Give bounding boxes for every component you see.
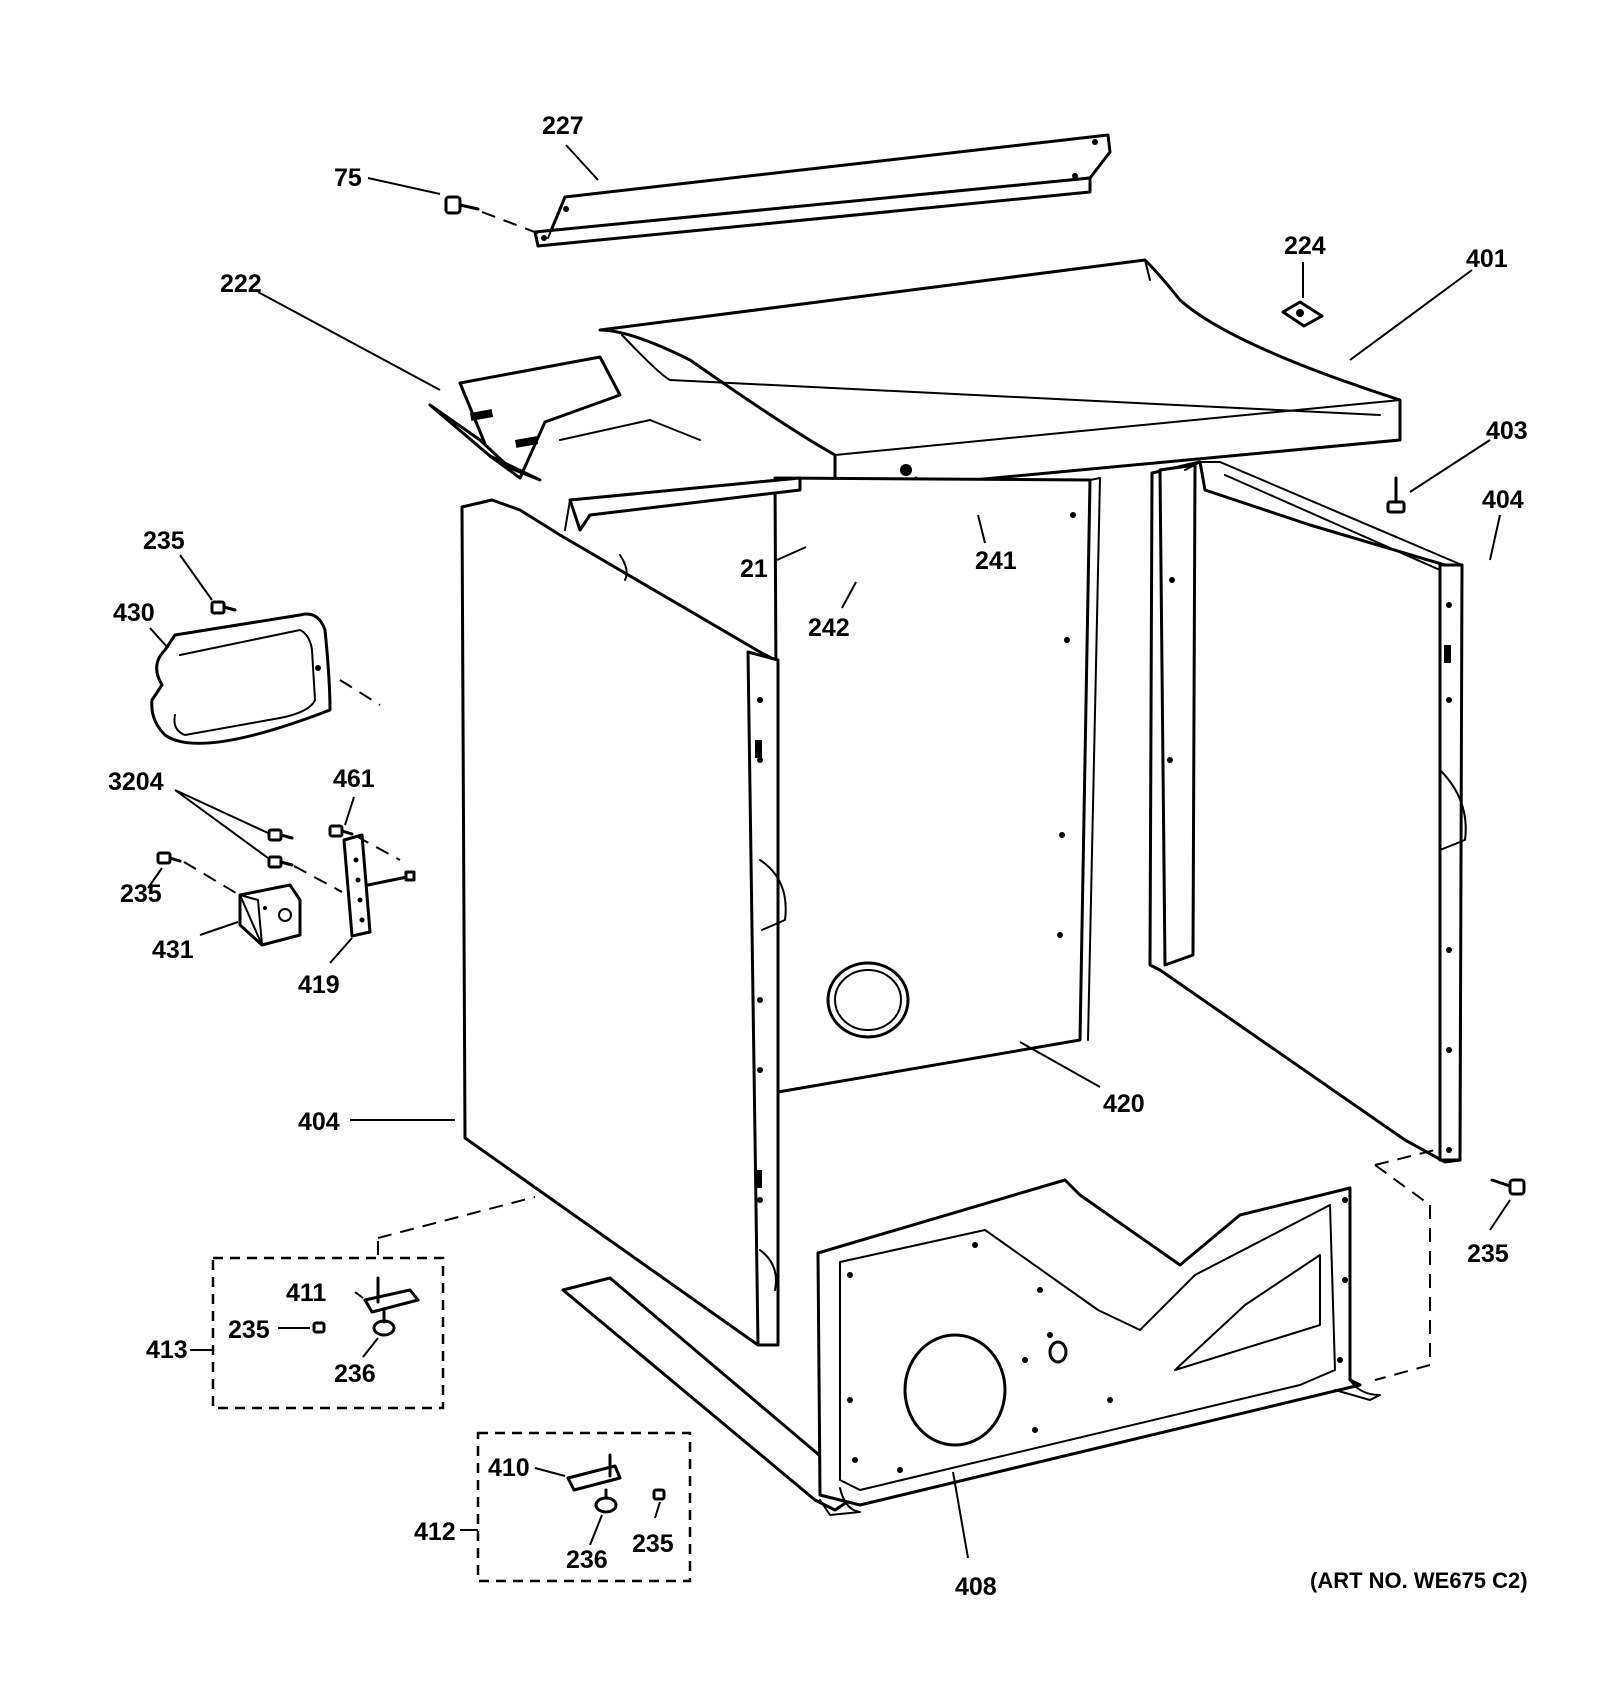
label-412: 412 (414, 1518, 456, 1546)
label-75: 75 (334, 164, 362, 192)
part-labels: 227 75 222 224 401 403 404 235 430 21 24… (108, 112, 1528, 1601)
label-401: 401 (1466, 245, 1508, 273)
label-403: 403 (1486, 417, 1528, 445)
access-cover (150, 612, 332, 745)
label-420: 420 (1103, 1090, 1145, 1118)
bracket-431 (238, 883, 302, 947)
label-235-a: 235 (143, 527, 185, 555)
top-panel (598, 258, 1402, 495)
right-side-panel (1148, 460, 1467, 1164)
top-left-rail (428, 355, 701, 482)
label-241: 241 (975, 547, 1017, 575)
label-224: 224 (1284, 232, 1326, 260)
label-461: 461 (333, 765, 375, 793)
label-419: 419 (298, 971, 340, 999)
label-431: 431 (152, 936, 194, 964)
label-235-c: 235 (1467, 1240, 1509, 1268)
screw-235-cover (210, 600, 381, 706)
clip-224 (1281, 300, 1324, 328)
leg-assembly-412 (476, 1431, 692, 1583)
label-408: 408 (955, 1573, 997, 1601)
label-227: 227 (542, 112, 584, 140)
base-frame (561, 1178, 1381, 1516)
label-235-e: 235 (632, 1530, 674, 1558)
label-235-d: 235 (228, 1316, 270, 1344)
leg-assembly-413 (211, 1196, 536, 1410)
art-number: (ART NO. WE675 C2) (1310, 1568, 1528, 1593)
label-411: 411 (286, 1279, 326, 1307)
rear-panel (564, 476, 1101, 1094)
label-404-left: 404 (298, 1108, 340, 1136)
label-21: 21 (740, 555, 768, 583)
screw-75 (444, 195, 541, 235)
screw-235-right (1490, 1178, 1526, 1196)
label-430: 430 (113, 599, 155, 627)
screw-403 (1386, 476, 1406, 514)
screw-235-bracket (156, 851, 237, 894)
label-410: 410 (488, 1454, 530, 1482)
left-side-panel (460, 498, 787, 1347)
leader-lines (147, 144, 1511, 1559)
label-242: 242 (808, 614, 850, 642)
terminal-block-419 (342, 833, 416, 938)
label-3204: 3204 (108, 768, 164, 796)
top-rear-bracket (533, 133, 1112, 248)
label-236-b: 236 (566, 1546, 608, 1574)
label-235-b: 235 (120, 880, 162, 908)
label-404-right: 404 (1482, 486, 1524, 514)
label-222: 222 (220, 270, 262, 298)
screw-461 (328, 824, 401, 861)
label-236-a: 236 (334, 1360, 376, 1388)
screws-3204 (267, 828, 343, 893)
label-413: 413 (146, 1336, 188, 1364)
